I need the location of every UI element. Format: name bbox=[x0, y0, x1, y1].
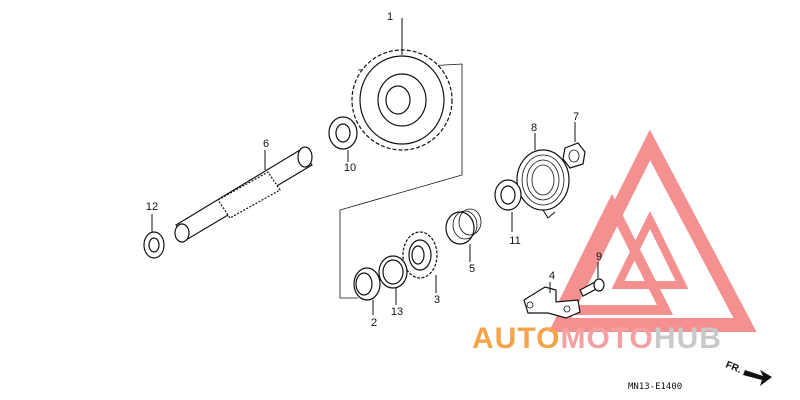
watermark-brand-auto: AUTO bbox=[472, 322, 560, 355]
label-part-13: 13 bbox=[391, 306, 403, 318]
label-part-8: 8 bbox=[531, 122, 537, 134]
collar-part-2 bbox=[353, 267, 381, 315]
plate-part-4 bbox=[523, 282, 581, 319]
shaft-part-6 bbox=[174, 146, 313, 243]
ring-part-13 bbox=[378, 255, 408, 305]
front-direction-indicator: FR. bbox=[724, 360, 772, 386]
label-part-1: 1 bbox=[387, 11, 393, 23]
front-arrow-icon bbox=[743, 370, 772, 386]
drawing-code: MN13-E1400 bbox=[628, 382, 682, 392]
watermark-brand-moto: MOTO bbox=[560, 322, 653, 355]
label-part-11: 11 bbox=[509, 235, 520, 247]
watermark-triangle-inner bbox=[551, 193, 674, 315]
watermark-triangle-outer bbox=[548, 129, 757, 332]
ratchet-part-3 bbox=[402, 231, 438, 293]
label-part-2: 2 bbox=[371, 317, 377, 329]
spring-part-5 bbox=[445, 208, 482, 262]
gear-part-1 bbox=[351, 18, 453, 151]
front-direction-label: FR. bbox=[724, 360, 743, 376]
assembly-outline bbox=[339, 63, 463, 299]
nut-part-7 bbox=[562, 122, 586, 169]
watermark-brand-hub: HUB bbox=[654, 322, 722, 355]
label-part-7: 7 bbox=[573, 111, 579, 123]
washer-part-12 bbox=[143, 214, 165, 259]
label-part-9: 9 bbox=[596, 251, 602, 263]
label-part-10: 10 bbox=[344, 162, 356, 174]
bolt-part-9 bbox=[579, 262, 605, 297]
label-part-3: 3 bbox=[434, 294, 440, 306]
washer-part-10 bbox=[328, 116, 358, 162]
washer-part-11 bbox=[494, 179, 522, 232]
label-part-5: 5 bbox=[469, 263, 475, 275]
watermark-triangle-small bbox=[611, 210, 689, 289]
watermark-brand: AUTOMOTOHUB bbox=[472, 322, 722, 355]
watermark-logo bbox=[548, 129, 757, 332]
label-part-6: 6 bbox=[263, 138, 269, 150]
spring-part-8 bbox=[516, 133, 570, 219]
label-part-12: 12 bbox=[146, 201, 158, 213]
label-part-4: 4 bbox=[549, 270, 555, 282]
